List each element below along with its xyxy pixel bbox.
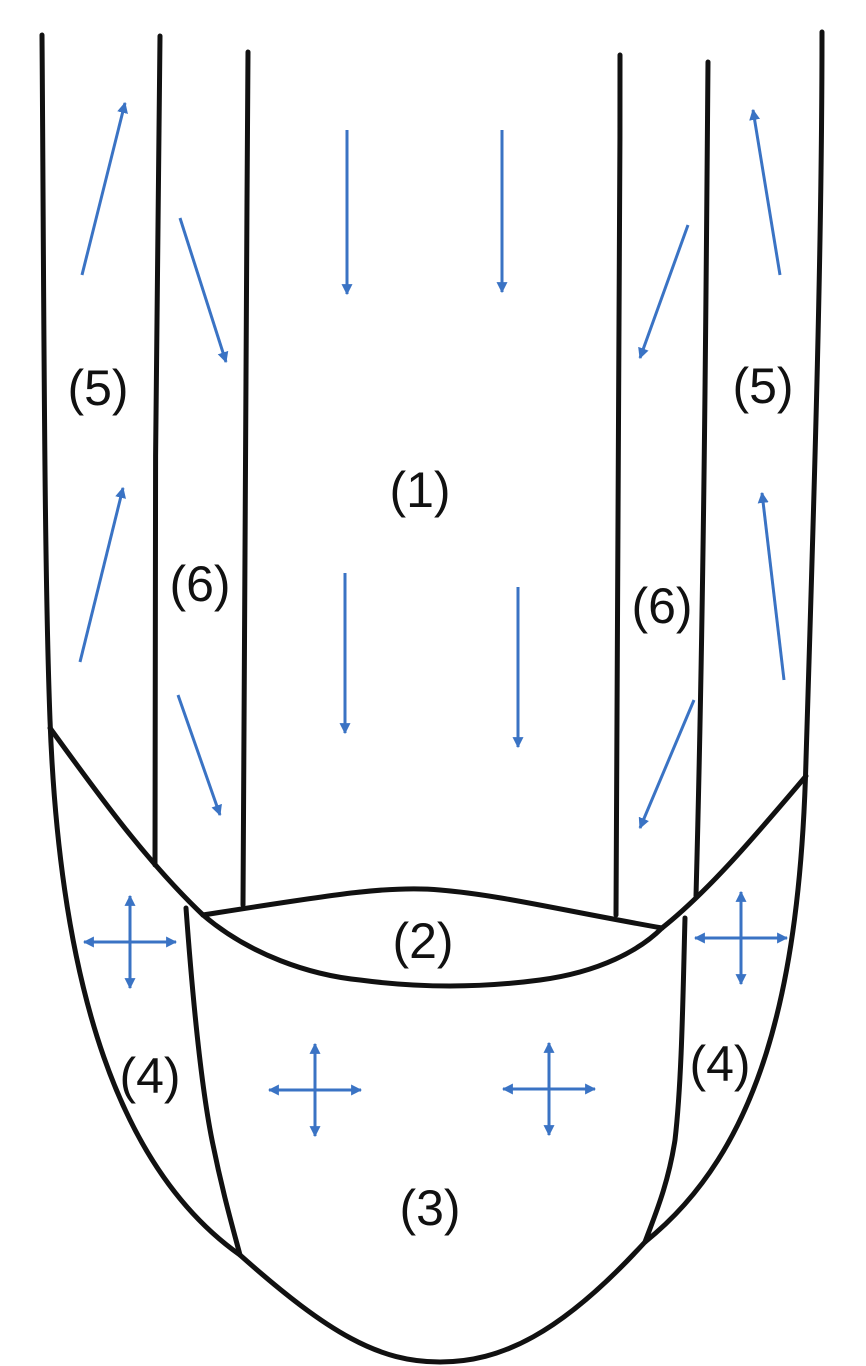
arrow-icon: [80, 101, 128, 276]
arrow-icon: [638, 224, 690, 360]
core-line-right: [613, 52, 623, 918]
label-zone-5-left: (5): [67, 360, 128, 416]
arrow-icon: [178, 217, 229, 364]
inner-line-right: [693, 59, 711, 899]
label-zone-5-right: (5): [732, 358, 793, 414]
zone-3-left-wall: [183, 905, 243, 1258]
label-zone-4-right: (4): [689, 1036, 750, 1092]
arrow-icon: [638, 699, 696, 830]
arrow-icon: [78, 486, 126, 663]
label-zone-3: (3): [399, 1180, 460, 1236]
label-zone-6-left: (6): [169, 556, 230, 612]
four-way-arrow-icon: [501, 1041, 597, 1137]
four-way-arrow-icon: [693, 890, 789, 986]
four-way-arrow-icon: [267, 1042, 363, 1138]
label-zone-6-right: (6): [631, 578, 692, 634]
region-labels: (1) (2) (3) (4) (4) (5) (5) (6) (6): [67, 358, 793, 1236]
arrow-icon: [757, 491, 786, 681]
lateral-boundary-right: [659, 773, 809, 931]
four-way-arrow-icon: [82, 894, 178, 990]
lateral-boundary-left: [47, 725, 206, 918]
arrow-icon: [749, 108, 782, 276]
zone-2-bottom: [200, 912, 665, 989]
label-zone-2: (2): [392, 913, 453, 969]
movement-icons: [82, 890, 789, 1138]
outer-boundary: [39, 29, 825, 1365]
outline-group: [39, 29, 825, 1365]
label-zone-4-left: (4): [119, 1048, 180, 1104]
flow-arrows: [78, 101, 786, 830]
arrow-icon: [176, 694, 222, 817]
core-line-left: [240, 49, 251, 908]
zone-2-top: [200, 886, 665, 931]
zone-3-right-wall: [642, 915, 688, 1245]
inner-line-left: [152, 33, 163, 868]
label-zone-1: (1): [389, 462, 450, 518]
